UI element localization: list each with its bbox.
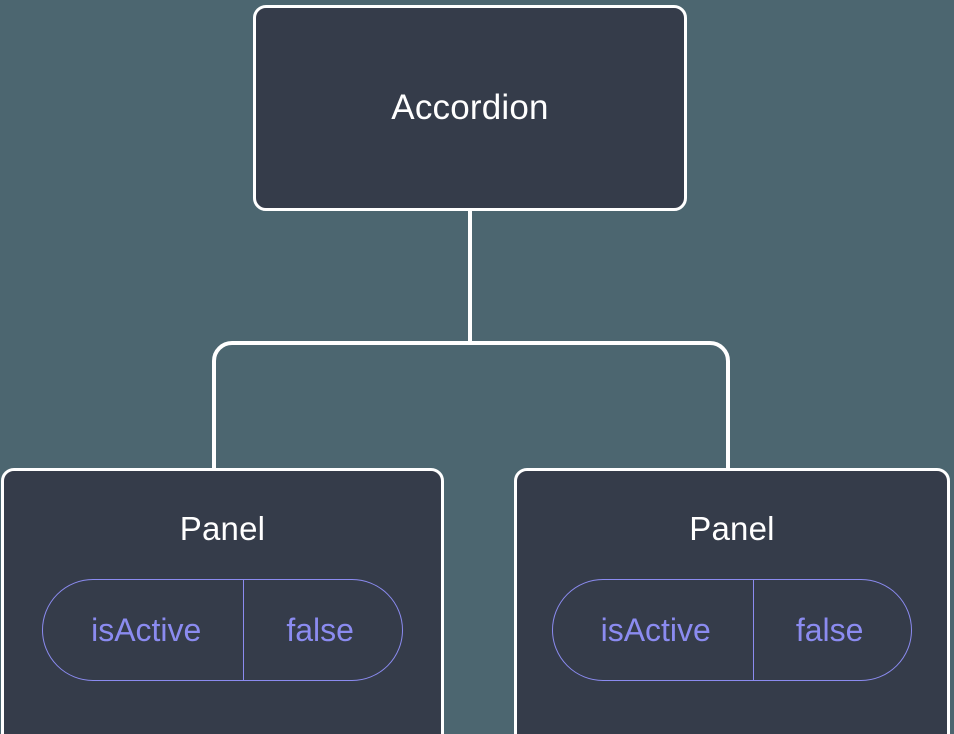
node-title: Accordion <box>391 87 549 127</box>
node-accordion[interactable]: Accordion <box>253 5 687 211</box>
node-panel-1[interactable]: Panel isActive false <box>1 468 444 734</box>
prop-value: false <box>752 580 912 681</box>
prop-key: isActive <box>600 611 711 648</box>
node-title: Panel <box>689 510 775 547</box>
edge-to-child-right <box>470 341 730 470</box>
prop-value: false <box>243 580 402 681</box>
prop-badge-isactive[interactable]: isActive false <box>551 579 913 682</box>
edge-to-child-left <box>212 341 470 470</box>
node-title: Panel <box>179 510 266 547</box>
prop-key: isActive <box>91 611 202 648</box>
node-panel-2[interactable]: Panel isActive false <box>514 468 950 734</box>
prop-badge-isactive[interactable]: isActive false <box>42 579 403 682</box>
